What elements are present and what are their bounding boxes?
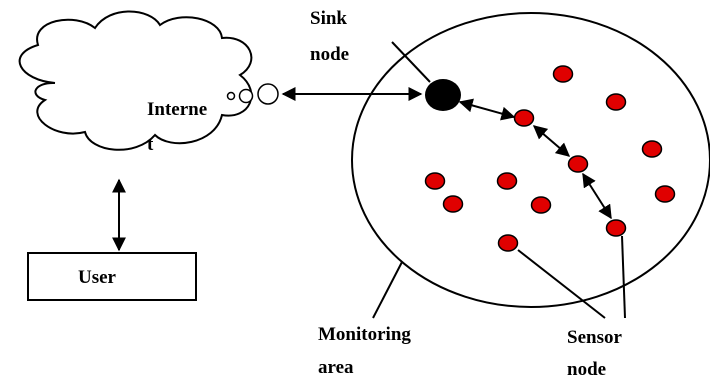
- hop-sink-to-n1: [458, 98, 516, 121]
- sensor-node: [605, 93, 627, 111]
- monitoring-pointer-line: [372, 261, 403, 319]
- sensor-node: [567, 155, 589, 173]
- sensor-node: [424, 172, 446, 190]
- sink-node: [425, 79, 461, 111]
- sensor-node: [605, 219, 627, 237]
- hop-n2-to-n3: [582, 172, 612, 220]
- bubble-medium: [238, 88, 254, 104]
- sink-pointer-line: [391, 41, 431, 83]
- user-label: User: [78, 267, 117, 288]
- sensor-node: [496, 172, 518, 190]
- sensor-nodes: [424, 65, 676, 252]
- sensor-node: [552, 65, 574, 83]
- bubble-small: [226, 91, 236, 101]
- sink-label-line2: node: [310, 44, 349, 65]
- internet-cloud: [18, 10, 253, 151]
- monitoring-area: [351, 12, 710, 308]
- sensor-node: [442, 195, 464, 213]
- sensor-label-line1: Sensor: [567, 327, 622, 348]
- sensor-node: [641, 140, 663, 158]
- monitoring-label-line1: Monitoring: [318, 324, 411, 345]
- sensor-node: [497, 234, 519, 252]
- sensor-node: [654, 185, 676, 203]
- monitoring-label-line2: area: [318, 357, 354, 378]
- bubble-large: [257, 83, 279, 105]
- hop-n1-to-n2: [532, 125, 571, 157]
- sensor-pointer-line-2: [621, 235, 626, 319]
- sensor-label-line2: node: [567, 359, 606, 379]
- sensor-node: [513, 109, 535, 127]
- internet-label-line2: t: [147, 134, 154, 155]
- user-box: [27, 252, 197, 301]
- sensor-pointer-line-1: [517, 249, 606, 319]
- internet-label-line1: Interne: [147, 99, 207, 120]
- sink-label-line1: Sink: [310, 8, 347, 29]
- sensor-node: [530, 196, 552, 214]
